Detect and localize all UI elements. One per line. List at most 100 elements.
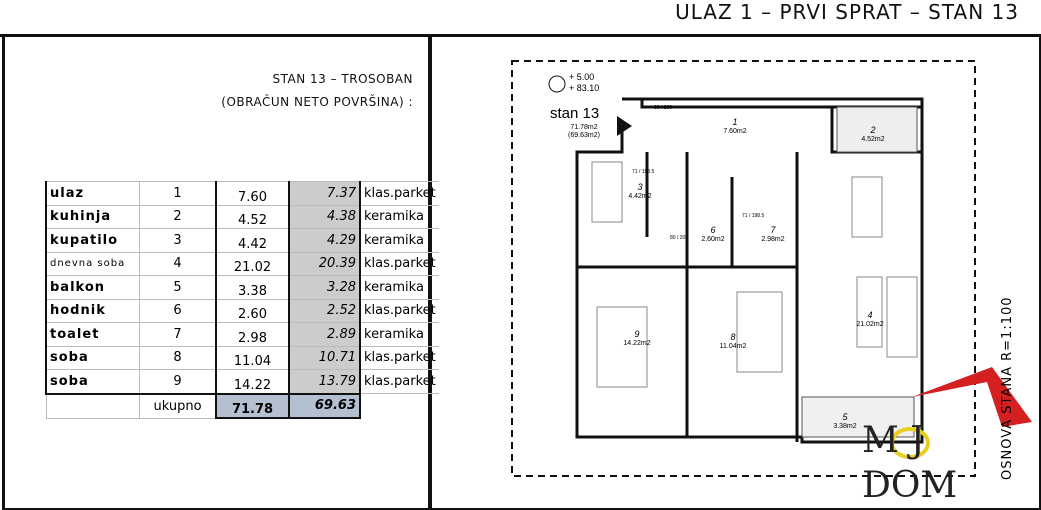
room-name: balkon — [45, 275, 140, 300]
net-area: 13.79 — [288, 369, 361, 394]
room-number-label: 6 — [710, 225, 715, 235]
room-number-label: 7 — [770, 225, 776, 235]
room-area-label: 11.04m2 — [720, 343, 747, 350]
net-area: 2.52 — [288, 298, 361, 323]
room-area-label: 4.42m2 — [628, 193, 651, 200]
room-area-label: 14.22m2 — [623, 340, 650, 347]
net-area: 20.39 — [288, 251, 361, 276]
coffee-table — [856, 276, 883, 348]
net-area: 10.71 — [288, 345, 361, 370]
room-name: kuhinja — [45, 204, 140, 229]
flooring: keramika — [359, 322, 439, 347]
room-number: 6 — [139, 298, 217, 323]
level-marker-icon — [548, 75, 566, 93]
room-number-label: 2 — [869, 125, 875, 135]
bed — [736, 291, 783, 373]
svg-text:M J: M J — [862, 420, 925, 461]
net-area: 7.37 — [288, 181, 361, 206]
unit-area-net: (69.63m2) — [568, 132, 600, 139]
gross-area: 11.04 — [215, 345, 290, 370]
room-number-label: 9 — [634, 329, 639, 339]
bed — [596, 306, 648, 388]
room-number: 7 — [139, 322, 217, 347]
room-name: dnevna soba — [45, 251, 140, 276]
room-number: 9 — [139, 369, 217, 394]
total-gross: 71.78 — [215, 392, 290, 419]
gross-area: 4.52 — [215, 204, 290, 229]
door-label: 71 / 198.5 — [742, 213, 764, 219]
gross-area: 14.22 — [215, 369, 290, 394]
room-area-label: 3.38m2 — [833, 423, 856, 430]
room-name: ulaz — [45, 181, 140, 206]
room-number-label: 8 — [730, 332, 735, 342]
apartment-title: STAN 13 – TROSOBAN — [272, 72, 413, 86]
room-number: 1 — [139, 181, 217, 206]
door-label: 71 / 198.5 — [632, 169, 654, 175]
unit-area: 71.78m2 — [570, 124, 597, 131]
apartment-subtitle: (OBRAČUN NETO POVRŠINA) : — [221, 95, 413, 109]
gross-area: 2.60 — [215, 298, 290, 323]
flooring: klas.parket — [359, 181, 439, 206]
room-name: toalet — [45, 322, 140, 347]
floor-plan: + 5.00 + 83.10 stan 13 71.78m2 (69.63m2)… — [511, 60, 1032, 506]
flooring: klas.parket — [359, 345, 439, 370]
flooring: klas.parket — [359, 369, 439, 394]
room-area-label: 2.60m2 — [701, 236, 724, 243]
plot-boundary — [511, 60, 976, 477]
flooring: keramika — [359, 275, 439, 300]
room-number: 2 — [139, 204, 217, 229]
room-number-label: 4 — [867, 310, 872, 320]
empty-cell — [45, 392, 140, 419]
door-label: 90 / 200 — [654, 105, 672, 111]
room-name: soba — [45, 369, 140, 394]
empty-cell — [360, 394, 439, 419]
room-number-label: 3 — [637, 182, 642, 192]
room-area-label: 7.60m2 — [723, 128, 746, 135]
room-name: kupatilo — [45, 228, 140, 253]
gross-area: 7.60 — [215, 181, 290, 206]
unit-label: stan 13 — [550, 105, 599, 122]
room-number-label: 1 — [732, 117, 737, 127]
room-number: 5 — [139, 275, 217, 300]
net-area: 3.28 — [288, 275, 361, 300]
net-area: 4.38 — [288, 204, 361, 229]
balcony-tiles — [801, 396, 915, 438]
bathtub — [591, 161, 623, 223]
svg-text:DOM: DOM — [862, 465, 957, 506]
dining-table — [851, 176, 883, 238]
total-net: 69.63 — [288, 392, 361, 419]
walls — [575, 97, 924, 444]
sofa — [886, 276, 918, 358]
gross-area: 2.98 — [215, 322, 290, 347]
total-label: ukupno — [139, 392, 217, 419]
gross-area: 4.42 — [215, 228, 290, 253]
plan-panel — [432, 37, 1041, 510]
gross-area: 21.02 — [215, 251, 290, 276]
kitchen-tiles — [836, 106, 918, 153]
logo: M J DOM — [862, 367, 1032, 506]
room-name: soba — [45, 345, 140, 370]
room-number: 8 — [139, 345, 217, 370]
room-number: 3 — [139, 228, 217, 253]
net-area: 4.29 — [288, 228, 361, 253]
room-area-label: 4.52m2 — [861, 136, 884, 143]
room-area-label: 21.02m2 — [856, 321, 883, 328]
room-number-label: 5 — [842, 412, 848, 422]
divider — [0, 34, 1041, 37]
flooring: keramika — [359, 228, 439, 253]
flooring: klas.parket — [359, 298, 439, 323]
level-bottom: + 83.10 — [569, 83, 599, 93]
door-label: 80 / 200 — [670, 235, 688, 241]
sheet-title: ULAZ 1 – PRVI SPRAT – STAN 13 — [675, 0, 1019, 24]
flooring: keramika — [359, 204, 439, 229]
